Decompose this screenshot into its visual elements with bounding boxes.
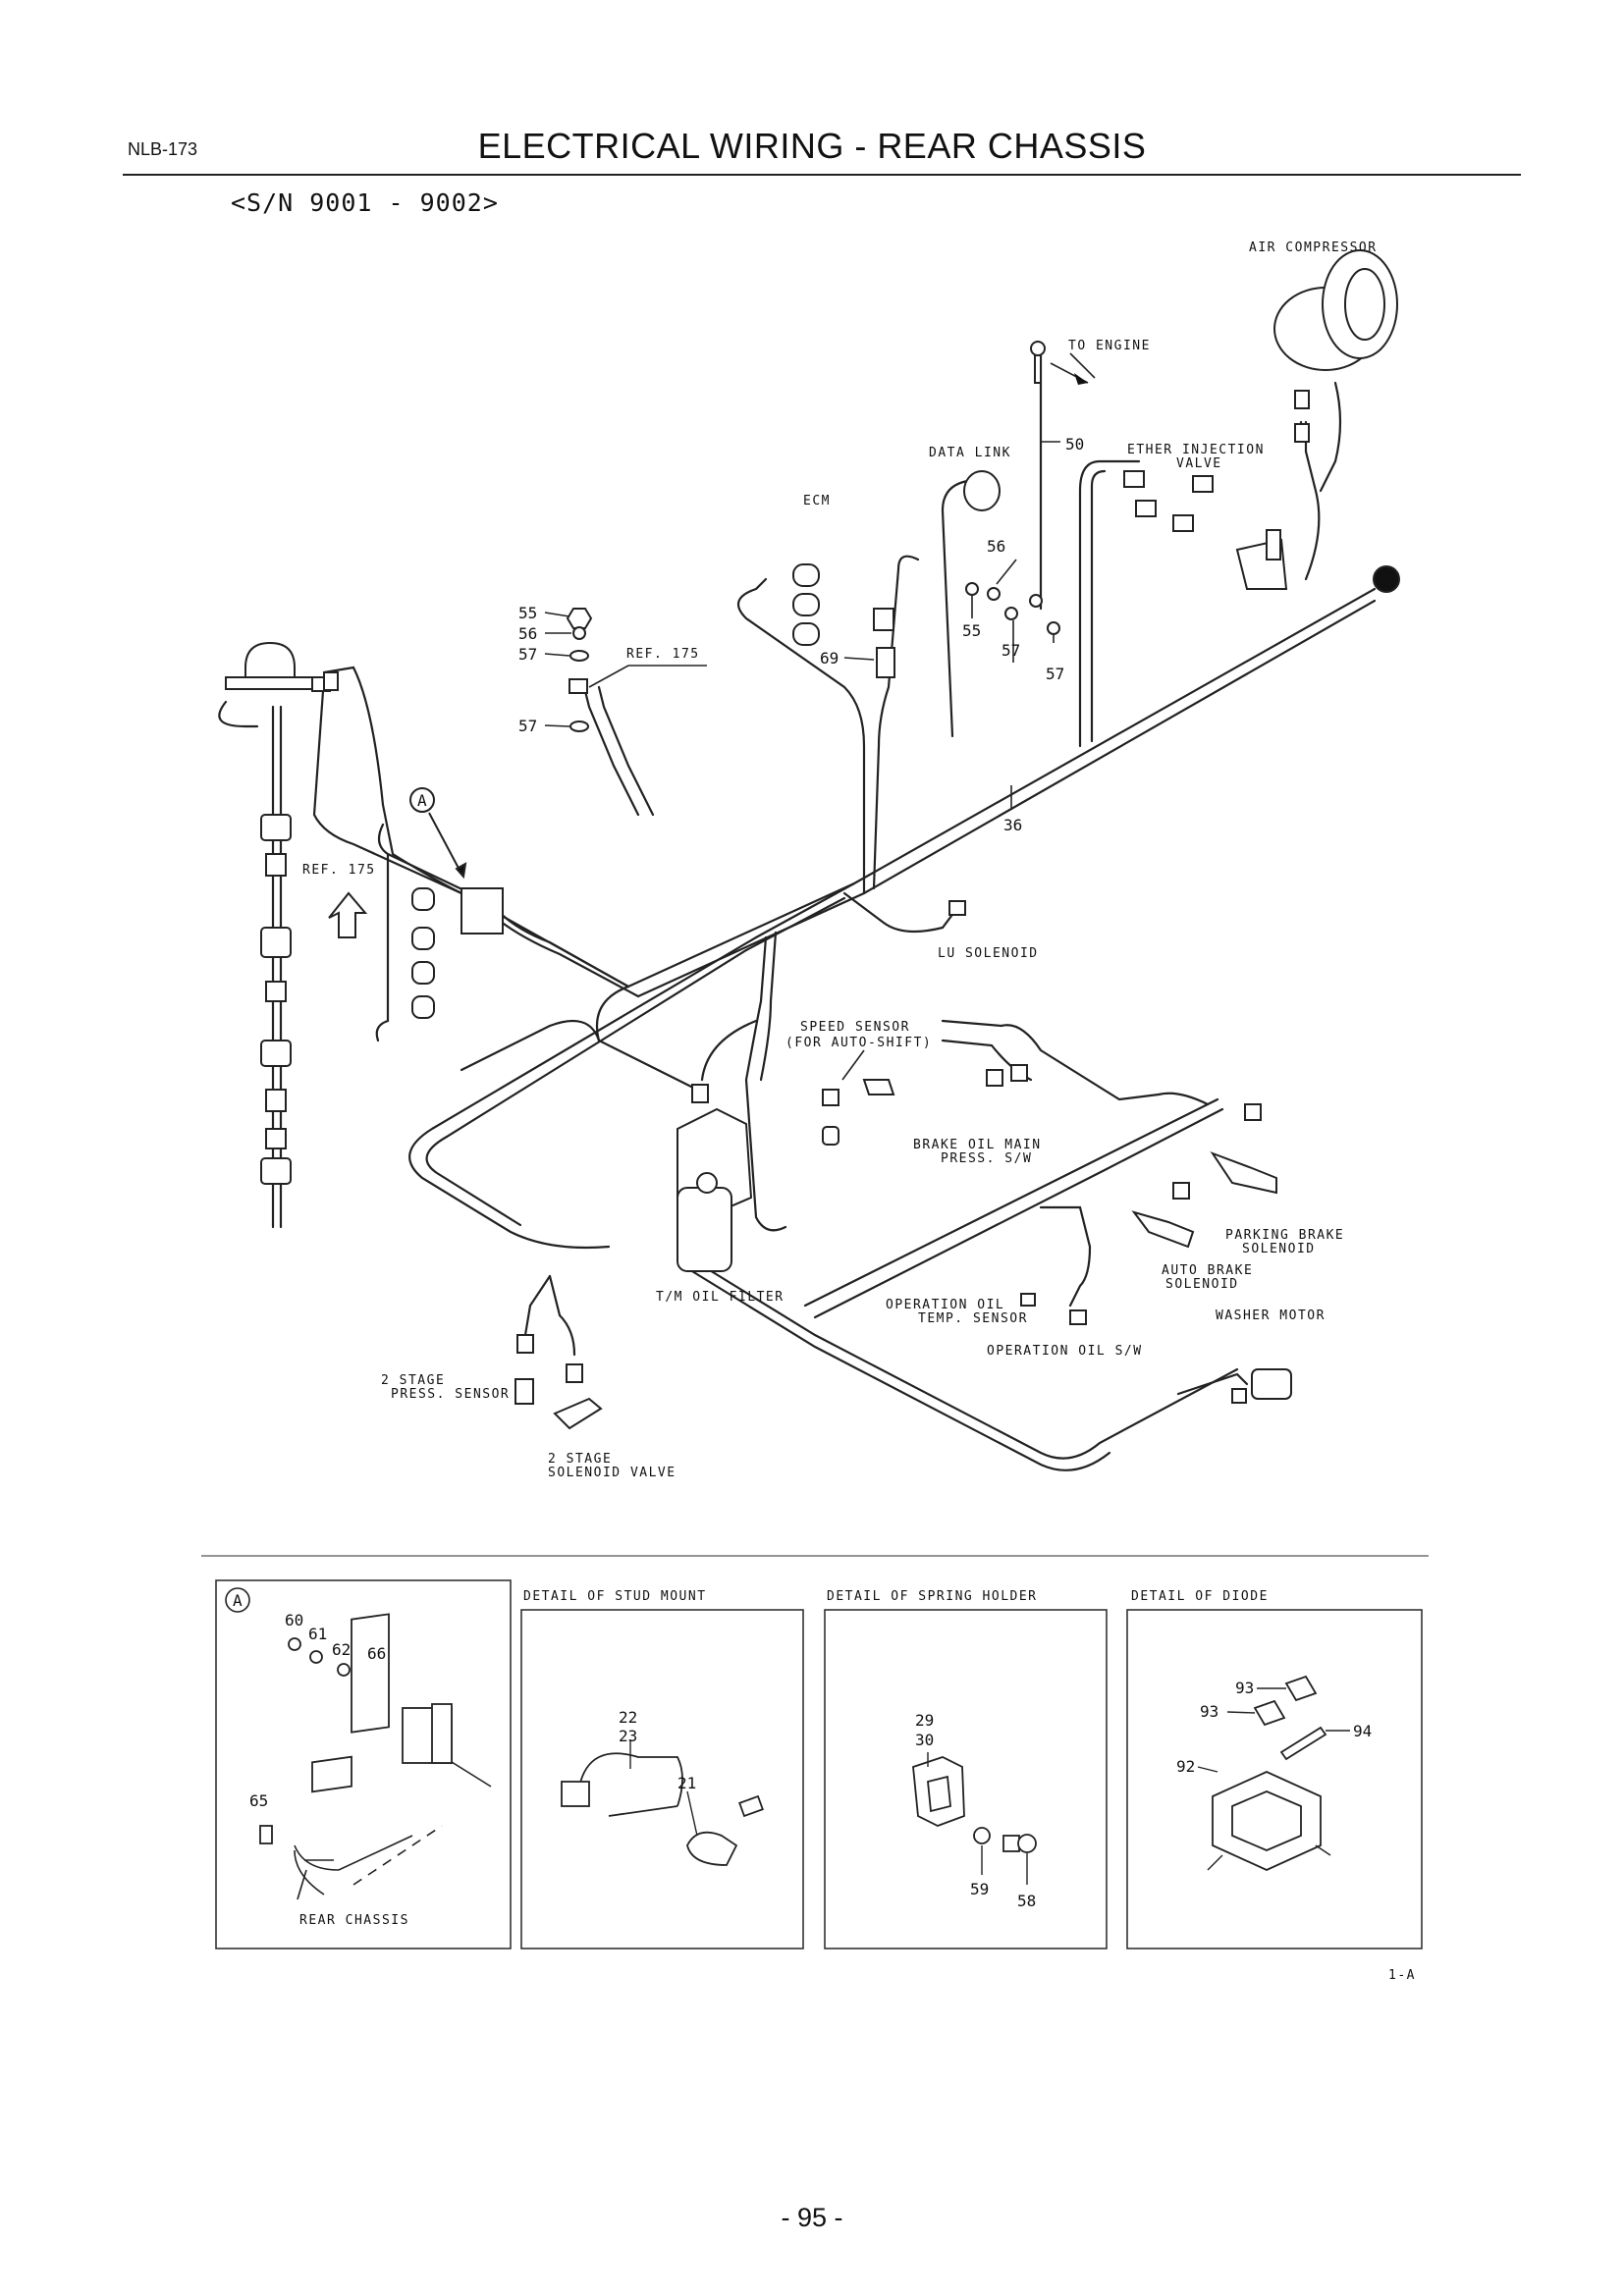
detail-a-rear-chassis: REAR CHASSIS: [299, 1913, 409, 1928]
detail-spring-59: 59: [970, 1880, 989, 1898]
detail-diode-title: DETAIL OF DIODE: [1131, 1589, 1269, 1604]
washer-motor: [1251, 1368, 1292, 1400]
label-data-link: DATA LINK: [929, 446, 1011, 460]
label-op-oil-sw: OPERATION OIL S/W: [987, 1344, 1143, 1359]
detail-a-62: 62: [332, 1640, 351, 1659]
label-ecm: ECM: [803, 494, 831, 508]
label-parking-brake: PARKING BRAKE: [1225, 1228, 1344, 1243]
detail-stud-22: 22: [619, 1708, 637, 1727]
harness-left-branch: [408, 881, 856, 1250]
page-title: ELECTRICAL WIRING - REAR CHASSIS: [477, 126, 1147, 166]
figure-ref: 1-A: [1388, 1968, 1416, 1983]
label-ether-injection: ETHER INJECTION: [1127, 443, 1265, 457]
detail-a-marker: A: [233, 1591, 243, 1610]
detail-stud-mount-title: DETAIL OF STUD MOUNT: [523, 1589, 707, 1604]
callout-36: 36: [1003, 816, 1022, 834]
callout-50: 50: [1065, 435, 1084, 454]
label-lu-solenoid: LU SOLENOID: [938, 946, 1039, 961]
callout-57-right-b: 57: [1046, 665, 1064, 683]
detail-a-66: 66: [367, 1644, 386, 1663]
detail-a-60: 60: [285, 1611, 303, 1629]
callout-55-left: 55: [518, 604, 537, 622]
callout-57-right-a: 57: [1001, 641, 1020, 660]
label-2stage-press-sub: PRESS. SENSOR: [391, 1387, 510, 1402]
relay-stud: [244, 641, 296, 688]
label-2stage-solenoid-sub: SOLENOID VALVE: [548, 1466, 677, 1480]
to-engine-terminal: [1030, 341, 1046, 356]
ref-arrow-icon: [328, 891, 368, 938]
callout-55-right: 55: [962, 621, 981, 640]
page-code: NLB-173: [128, 139, 198, 159]
detail-diode-93b: 93: [1200, 1702, 1218, 1721]
label-op-oil-temp: OPERATION OIL: [886, 1298, 1004, 1312]
callout-57-left-a: 57: [518, 645, 537, 664]
page-number: - 95 -: [781, 2203, 843, 2232]
label-to-engine: TO ENGINE: [1068, 339, 1151, 353]
detail-spring-holder-box: [824, 1609, 1108, 1949]
detail-diode-box: [1126, 1609, 1423, 1949]
label-tm-oil-filter: T/M OIL FILTER: [656, 1290, 785, 1305]
detail-stud-21: 21: [677, 1774, 696, 1792]
callout-56-left: 56: [518, 624, 537, 643]
detail-a-65: 65: [249, 1791, 268, 1810]
detail-spring-58: 58: [1017, 1892, 1036, 1910]
marker-a-filled: [1373, 565, 1400, 593]
label-auto-brake-sub: SOLENOID: [1165, 1277, 1239, 1292]
label-brake-oil: BRAKE OIL MAIN: [913, 1138, 1042, 1152]
detail-spring-30: 30: [915, 1731, 934, 1749]
label-ether-injection-valve: VALVE: [1176, 456, 1222, 471]
label-op-oil-temp-sub: TEMP. SENSOR: [918, 1311, 1028, 1326]
detail-spring-holder-title: DETAIL OF SPRING HOLDER: [827, 1589, 1038, 1604]
label-auto-brake: AUTO BRAKE: [1162, 1263, 1253, 1278]
relay-box: [460, 887, 504, 934]
label-ref-175-left: REF. 175: [302, 863, 376, 878]
label-washer-motor: WASHER MOTOR: [1216, 1308, 1326, 1323]
detail-diode-92: 92: [1176, 1757, 1195, 1776]
callout-69: 69: [820, 649, 839, 667]
detail-diode-93a: 93: [1235, 1679, 1254, 1697]
callout-57-left-b: 57: [518, 717, 537, 735]
ecm-connector-2: [792, 593, 820, 616]
label-ref-175-upper: REF. 175: [626, 647, 700, 662]
detail-stud-mount-box: [520, 1609, 804, 1949]
label-2stage-solenoid: 2 STAGE: [548, 1452, 612, 1467]
ether-valve-connector-1: [1123, 470, 1145, 488]
label-parking-brake-sub: SOLENOID: [1242, 1242, 1316, 1256]
ecm-connector-1: [792, 563, 820, 587]
label-speed-sensor: SPEED SENSOR: [800, 1020, 910, 1035]
marker-a-open: A: [417, 791, 427, 810]
lu-solenoid-connector: [948, 900, 966, 916]
harness-main: [595, 587, 1377, 1042]
label-brake-oil-sub: PRESS. S/W: [941, 1151, 1032, 1166]
serial-range: <S/N 9001 - 9002>: [231, 188, 499, 217]
callout-56-right: 56: [987, 537, 1005, 556]
detail-a-box: [215, 1579, 512, 1949]
label-2stage-press: 2 STAGE: [381, 1373, 445, 1388]
label-speed-sensor-sub: (FOR AUTO-SHIFT): [785, 1036, 932, 1050]
detail-a-61: 61: [308, 1625, 327, 1643]
detail-diode-94: 94: [1353, 1722, 1372, 1740]
detail-stud-23: 23: [619, 1727, 637, 1745]
label-air-compressor: AIR COMPRESSOR: [1249, 240, 1378, 255]
header-rule: [123, 174, 1521, 176]
detail-spring-29: 29: [915, 1711, 934, 1730]
data-link-connector: [963, 470, 1001, 511]
